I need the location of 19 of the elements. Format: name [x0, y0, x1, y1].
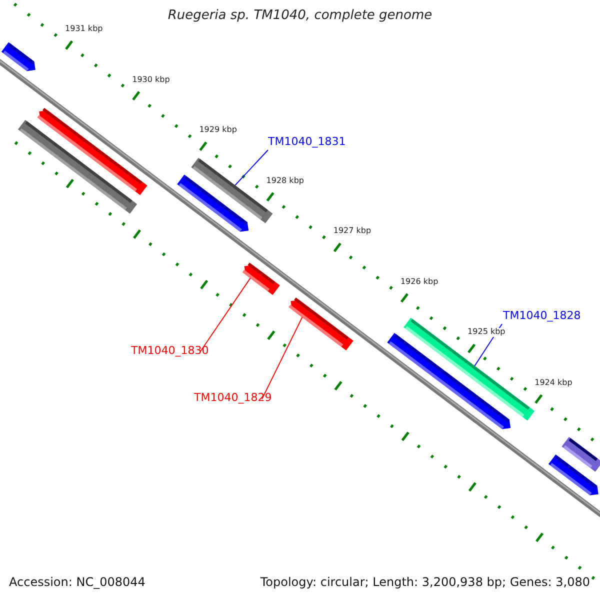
scale-label: 1928 kbp [266, 176, 304, 186]
gene-feature [288, 298, 354, 350]
gene-label: TM1040_1828 [503, 310, 581, 322]
scale-label: 1926 kbp [400, 278, 438, 287]
scale-label: 1929 kbp [199, 126, 237, 136]
gene-label: TM1040_1829 [194, 392, 272, 404]
scale-label: 1930 kbp [132, 76, 170, 84]
diagram-title: Ruegeria sp. TM1040, complete genome [168, 9, 432, 24]
scale-label: 1925 kbp [468, 328, 506, 338]
genome-summary-text: Topology: circular; Length: 3,200,938 bp; Genes: 3,080 [260, 576, 590, 590]
leader-line [262, 316, 303, 400]
accession-text: Accession: NC_008044 [9, 576, 146, 590]
leader-line [234, 150, 268, 186]
scale-label: 1931 kbp [65, 25, 103, 34]
gene-label: TM1040_1830 [131, 345, 209, 358]
gene-feature [242, 262, 280, 295]
gene-label: TM1040_1831 [268, 136, 346, 148]
scale-label: 1927 kbp [333, 227, 372, 236]
leader-line [200, 278, 251, 352]
